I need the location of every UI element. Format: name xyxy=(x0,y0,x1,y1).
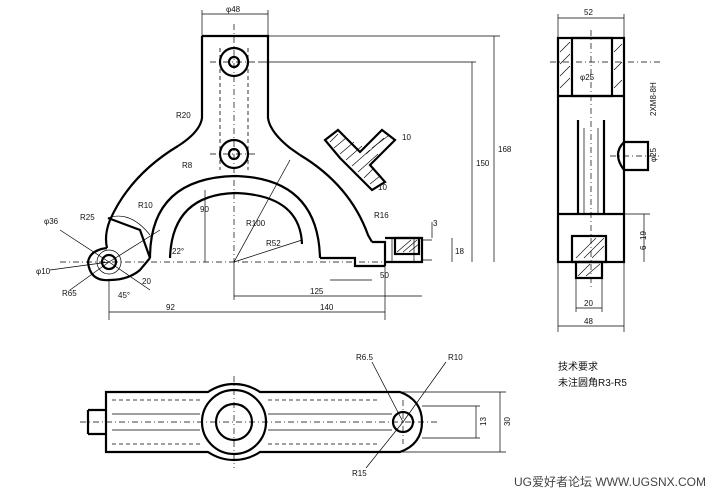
dim-r16: R16 xyxy=(374,211,389,220)
side-view xyxy=(550,14,660,332)
top-view xyxy=(80,361,506,469)
dim-52: 52 xyxy=(584,8,593,17)
notes-line1: 未注圆角R3-R5 xyxy=(558,376,627,389)
dim-r15: R15 xyxy=(352,469,367,478)
dim-r10: R10 xyxy=(138,201,153,210)
dim-48: 48 xyxy=(584,317,593,326)
dim-d25-side: φ25 xyxy=(649,147,658,162)
dim-140: 140 xyxy=(320,303,334,312)
dim-92: 92 xyxy=(166,303,175,312)
dim-19: 19 xyxy=(639,231,648,240)
dim-13: 13 xyxy=(479,417,488,426)
dim-r10-top: R10 xyxy=(448,353,463,362)
front-view xyxy=(49,10,500,320)
dim-150: 150 xyxy=(476,159,490,168)
dim-3: 3 xyxy=(433,219,438,228)
dim-r25: R25 xyxy=(80,213,95,222)
dim-6: 6 xyxy=(639,245,648,250)
front-view-dims: φ48 R20 R8 R10 90 R100 R52 R25 φ36 φ10 R… xyxy=(36,5,512,312)
side-view-dims: 52 φ25 2XM8-8H φ25 6 19 20 48 xyxy=(580,8,658,326)
dim-d25-upper: φ25 xyxy=(580,73,595,82)
dim-90: 90 xyxy=(200,205,209,214)
dim-10-lower: 10 xyxy=(378,183,387,192)
dim-22deg: 22° xyxy=(172,247,184,256)
notes-heading: 技术要求 xyxy=(558,360,598,373)
dim-r6-5: R6.5 xyxy=(356,353,373,362)
dim-d36: φ36 xyxy=(44,217,59,226)
dim-168: 168 xyxy=(498,145,512,154)
dim-r20: R20 xyxy=(176,111,191,120)
dim-50: 50 xyxy=(380,271,389,280)
watermark: UG爱好者论坛 WWW.UGSNX.COM xyxy=(514,475,706,489)
dim-thread: 2XM8-8H xyxy=(649,82,658,116)
dim-125: 125 xyxy=(310,287,324,296)
dim-18: 18 xyxy=(455,247,464,256)
dim-20-side: 20 xyxy=(584,299,593,308)
dim-10-upper: 10 xyxy=(402,133,411,142)
top-view-dims: R6.5 R10 13 30 R15 xyxy=(352,353,512,478)
dim-r8: R8 xyxy=(182,161,193,170)
dim-20: 20 xyxy=(142,277,151,286)
dim-r100: R100 xyxy=(246,219,266,228)
dim-r52: R52 xyxy=(266,239,281,248)
technical-notes: 技术要求 未注圆角R3-R5 xyxy=(558,360,627,389)
dim-r65: R65 xyxy=(62,289,77,298)
dim-45deg: 45° xyxy=(118,291,130,300)
dim-30: 30 xyxy=(503,417,512,426)
dim-top-width: φ48 xyxy=(226,5,241,14)
dim-d10: φ10 xyxy=(36,267,51,276)
